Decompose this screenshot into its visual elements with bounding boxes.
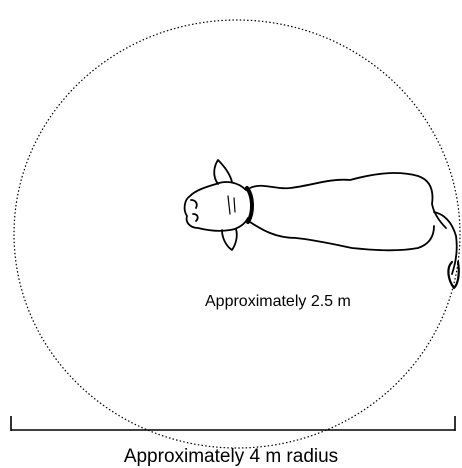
cow-illustration <box>185 160 459 288</box>
radius-dimension-bracket <box>11 416 455 431</box>
cow-length-label: Approximately 2.5 m <box>205 293 351 310</box>
radius-label: Approximately 4 m radius <box>124 446 338 467</box>
